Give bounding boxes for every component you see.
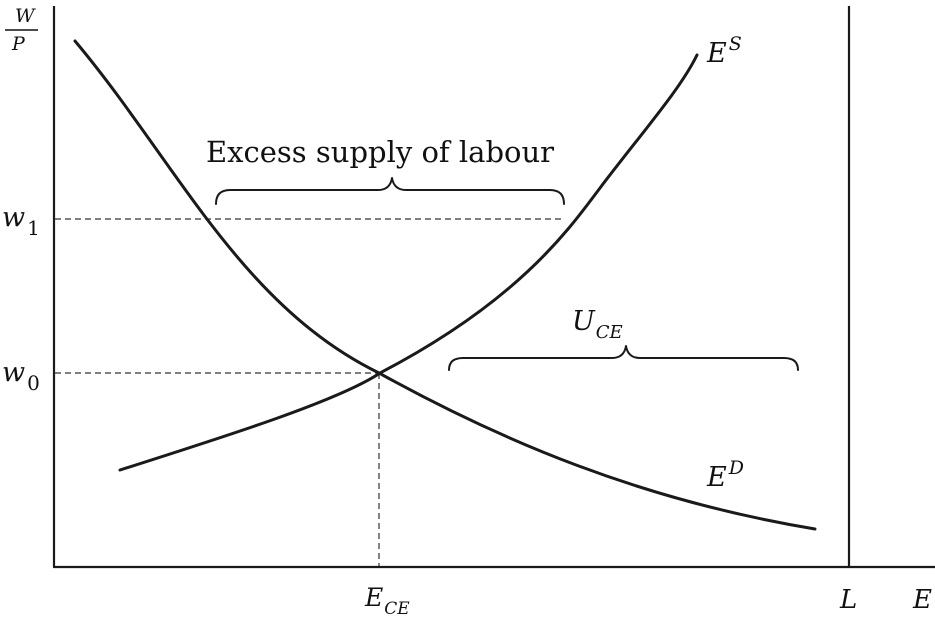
y-axis-numerator: W [15, 5, 36, 27]
supply-curve [118, 53, 699, 472]
unemployment-brace [448, 345, 799, 371]
demand-curve [73, 39, 817, 531]
y-axis-denominator: P [11, 33, 26, 55]
labour-force-label: L [839, 585, 857, 615]
excess-supply-label: Excess supply of labour [206, 135, 554, 169]
ece-label: ECE [364, 583, 410, 619]
x-axis-label: E [912, 585, 932, 615]
unemployment-label: UCE [572, 306, 623, 343]
excess-supply-brace [215, 177, 565, 205]
